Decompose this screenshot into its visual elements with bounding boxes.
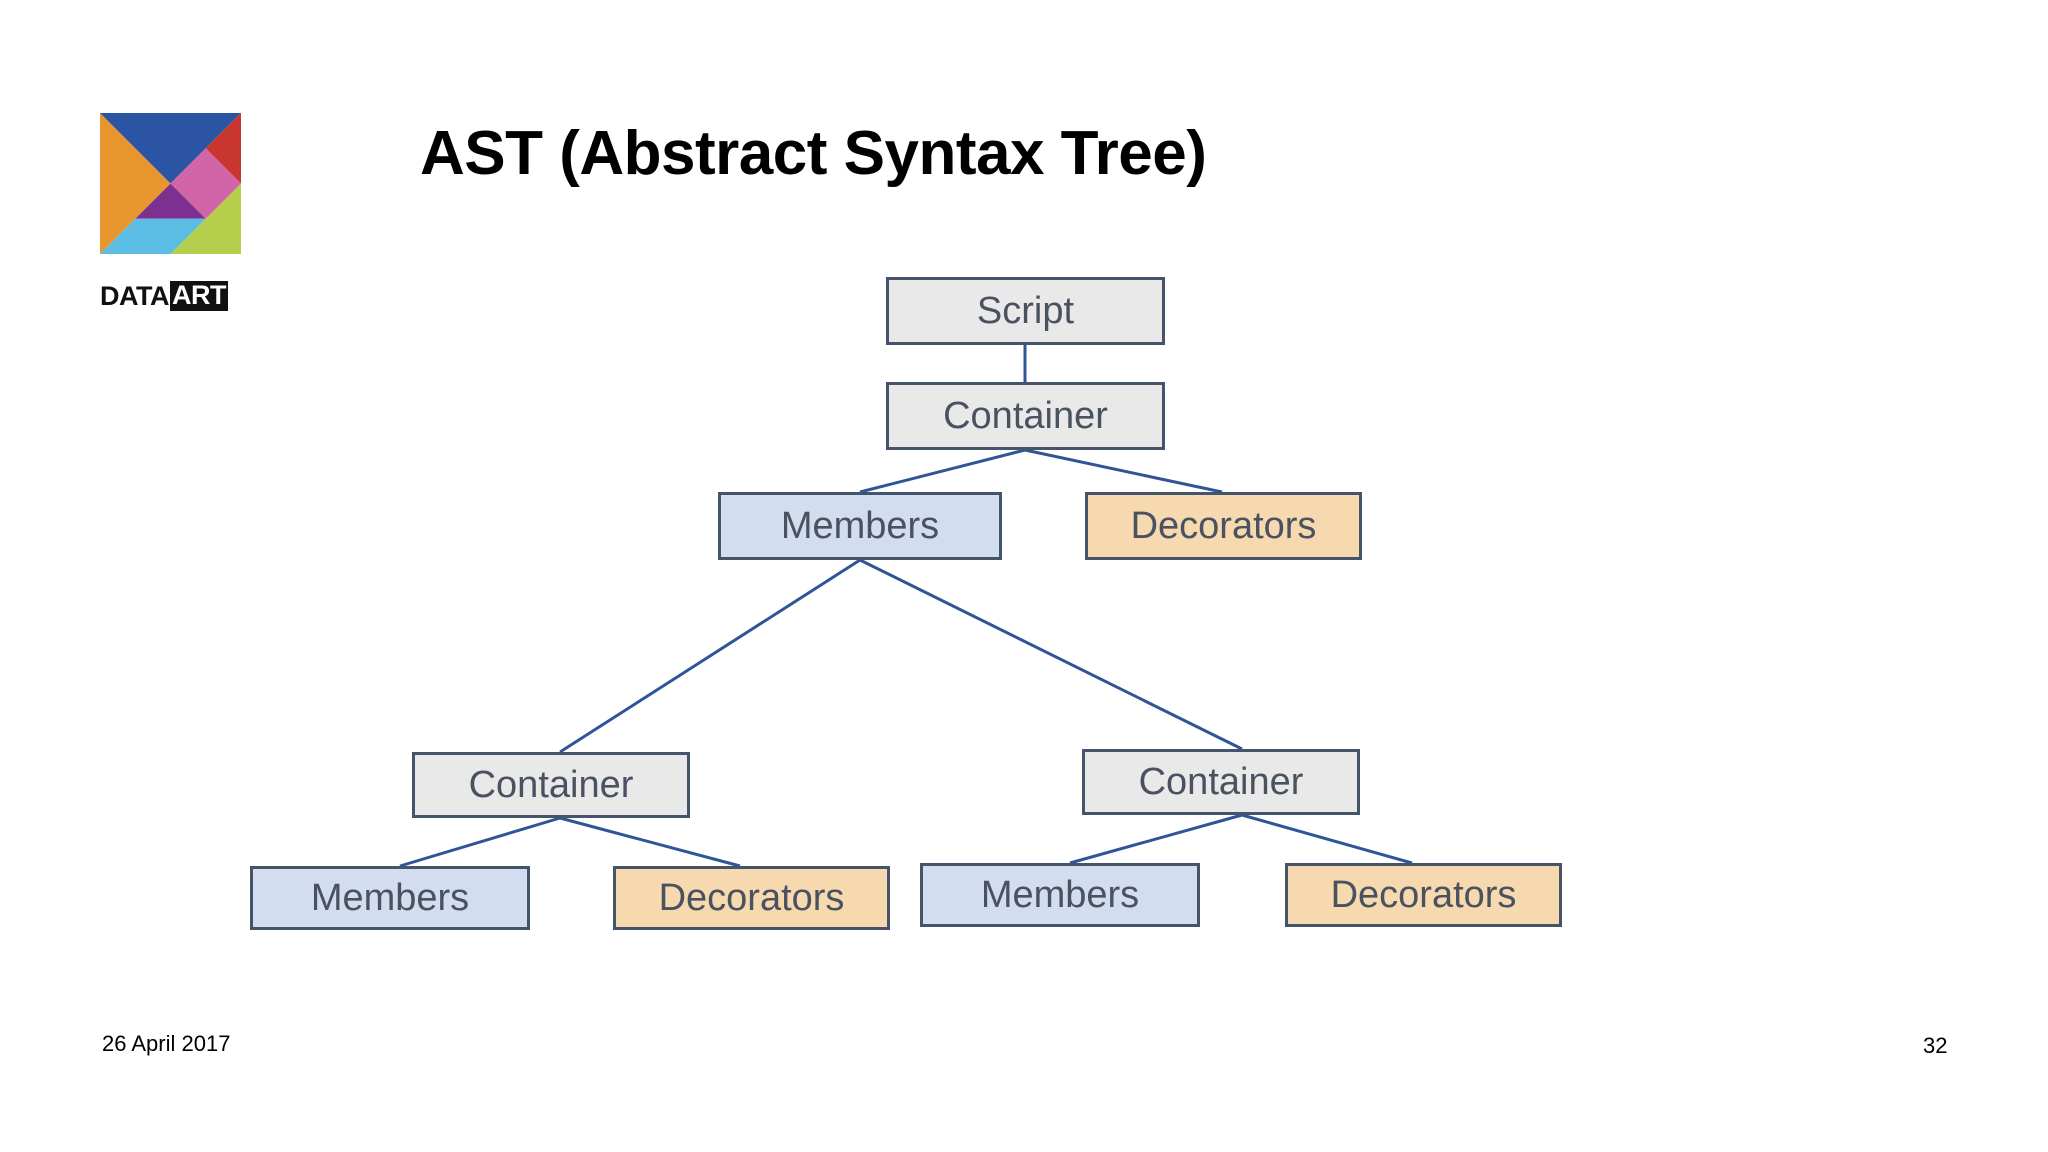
tree-node-container-n5[interactable]: Container xyxy=(1082,749,1360,815)
tree-node-label: Members xyxy=(780,505,940,547)
dataart-tangram-icon xyxy=(100,113,241,254)
tree-edge-n2-n5 xyxy=(859,558,1243,751)
tree-node-label: Decorators xyxy=(1330,874,1517,916)
footer-date: 26 April 2017 xyxy=(102,1031,231,1056)
tree-node-label: Container xyxy=(943,395,1108,437)
tree-node-label: Decorators xyxy=(658,877,845,919)
tree-node-label: Members xyxy=(980,874,1140,916)
tree-node-container-n1[interactable]: Container xyxy=(886,382,1165,450)
tree-edge-n1-n2 xyxy=(859,448,1026,494)
tree-node-label: Container xyxy=(1138,761,1304,803)
wordmark-data: DATA xyxy=(100,280,169,311)
tree-node-label: Decorators xyxy=(1130,505,1317,547)
tree-node-container-n4[interactable]: Container xyxy=(412,752,690,818)
tree-edge-n5-n9 xyxy=(1241,813,1413,865)
tree-edge-n1-n3 xyxy=(1024,448,1223,494)
footer-page-number: 32 xyxy=(1923,1033,1948,1058)
tree-node-members-n8[interactable]: Members xyxy=(920,863,1200,927)
tree-node-decorators-n9[interactable]: Decorators xyxy=(1285,863,1562,927)
tree-edge-n2-n4 xyxy=(559,558,861,754)
wordmark-art: ART xyxy=(169,280,228,311)
tree-node-label: Members xyxy=(310,877,470,919)
tree-node-label: Script xyxy=(976,290,1075,332)
tree-edge-n4-n7 xyxy=(559,816,741,868)
tree-edge-n4-n6 xyxy=(399,816,561,868)
tree-edge-n5-n8 xyxy=(1069,813,1243,865)
tree-node-script-n0[interactable]: Script xyxy=(886,277,1165,345)
tree-node-members-n6[interactable]: Members xyxy=(250,866,530,930)
tree-node-label: Container xyxy=(468,764,634,806)
tree-node-decorators-n7[interactable]: Decorators xyxy=(613,866,890,930)
page-title: AST (Abstract Syntax Tree) xyxy=(420,119,1207,188)
tree-node-decorators-n3[interactable]: Decorators xyxy=(1085,492,1362,560)
tree-node-members-n2[interactable]: Members xyxy=(718,492,1002,560)
